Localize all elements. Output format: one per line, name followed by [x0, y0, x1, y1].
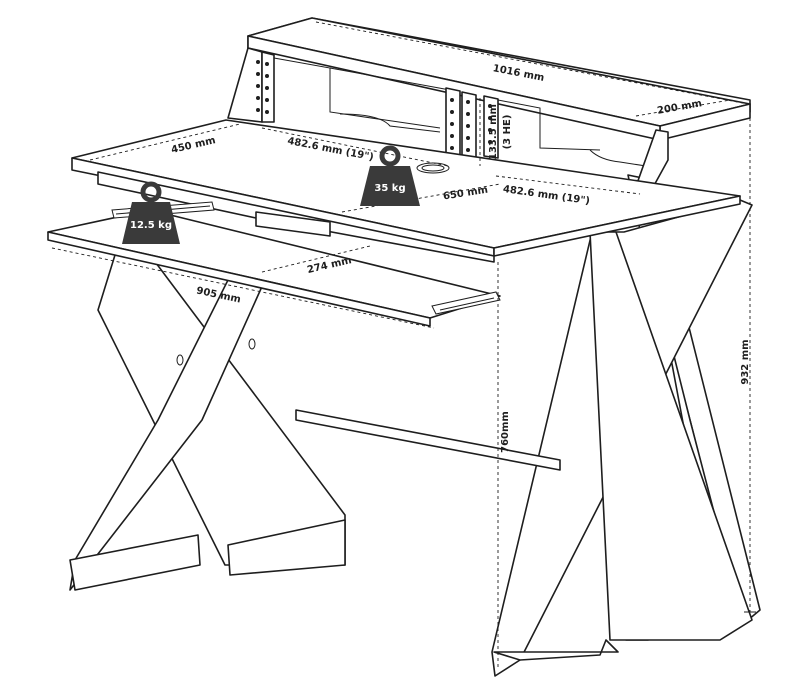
weight-12kg-icon: 12.5 kg: [122, 181, 180, 244]
weight-12kg-label: 12.5 kg: [130, 220, 172, 231]
leg-hole-right: [248, 338, 256, 350]
weight-35kg-label: 35 kg: [374, 183, 405, 194]
dimension-lines: [51, 21, 756, 668]
leg-hole-left: [176, 354, 184, 366]
weight-35kg-icon: 35 kg: [360, 145, 420, 206]
stretcher-bar: [295, 409, 561, 471]
rack-units-label: (3 HE): [502, 115, 513, 150]
top-shelf: [227, 17, 751, 201]
desk-height-label: 760mm: [500, 411, 511, 453]
rack-height-label: 133.5 mm: [488, 104, 499, 160]
front-right-leg: [491, 199, 753, 677]
front-left-leg: [69, 254, 346, 591]
total-height-label: 932 mm: [740, 339, 751, 384]
